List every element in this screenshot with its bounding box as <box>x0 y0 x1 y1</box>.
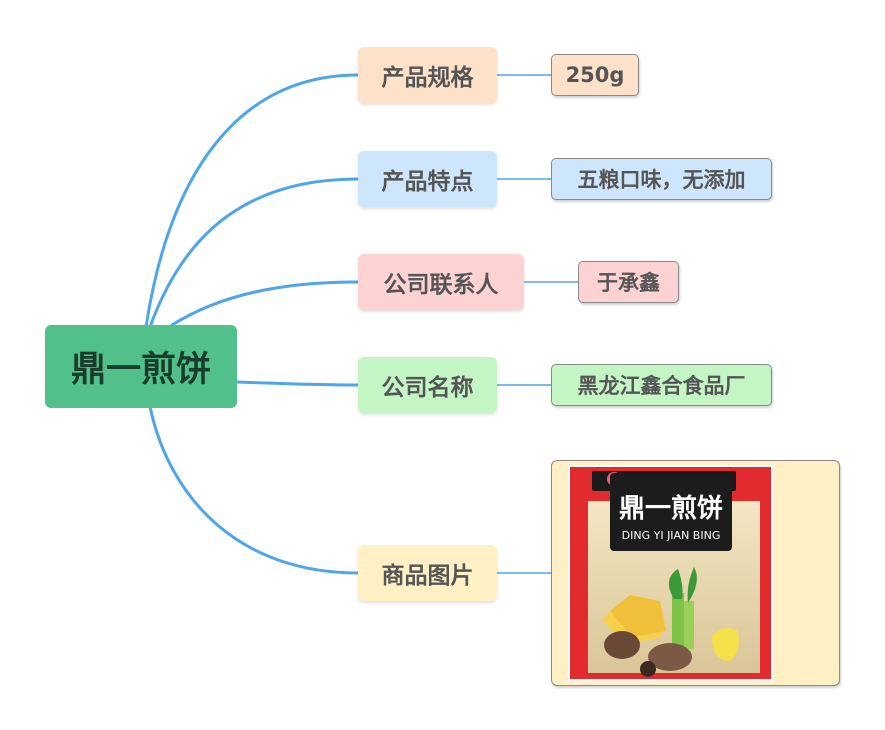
edge-root-feature <box>148 177 360 329</box>
root-topic-label: 鼎一煎饼 <box>70 350 211 390</box>
leaf-label: 黑龙江鑫合食品厂 <box>577 374 746 398</box>
package-brand-text: 鼎一煎饼 <box>619 493 723 524</box>
leaf-company-name-value[interactable]: 黑龙江鑫合食品厂 <box>551 364 772 406</box>
edge-root-contact <box>170 280 360 327</box>
branch-label: 公司联系人 <box>383 272 499 298</box>
branch-product-image[interactable]: 商品图片 <box>358 545 497 601</box>
branch-label: 商品图片 <box>381 563 474 589</box>
leaf-label: 于承鑫 <box>597 271 660 295</box>
product-photo: 鼎一煎饼 DING YI JIAN BING <box>568 465 773 681</box>
leaf-label: 250g <box>565 63 625 87</box>
branch-product-spec[interactable]: 产品规格 <box>358 47 497 103</box>
leaf-product-spec-value[interactable]: 250g <box>551 54 639 96</box>
package-label-panel <box>610 473 732 551</box>
branch-company-contact[interactable]: 公司联系人 <box>358 254 524 310</box>
branch-product-features[interactable]: 产品特点 <box>358 151 497 207</box>
package-badge <box>712 628 739 661</box>
root-topic[interactable]: 鼎一煎饼 <box>45 325 237 408</box>
leaf-company-contact-value[interactable]: 于承鑫 <box>578 261 679 303</box>
sauce-bowl <box>604 631 640 659</box>
branch-label: 公司名称 <box>381 375 474 401</box>
branch-label: 产品规格 <box>381 65 474 91</box>
branch-label: 产品特点 <box>381 169 474 195</box>
edge-root-company <box>235 380 360 387</box>
edge-root-spec <box>144 73 360 329</box>
leaf-product-features-value[interactable]: 五粮口味，无添加 <box>551 158 772 200</box>
edge-root-image <box>148 405 360 575</box>
leaf-label: 五粮口味，无添加 <box>577 168 746 192</box>
branch-company-name[interactable]: 公司名称 <box>358 357 497 413</box>
package-pinyin-text: DING YI JIAN BING <box>622 529 721 542</box>
product-image-card[interactable]: 鼎一煎饼 DING YI JIAN BING <box>551 460 840 686</box>
green-onion <box>668 569 683 599</box>
